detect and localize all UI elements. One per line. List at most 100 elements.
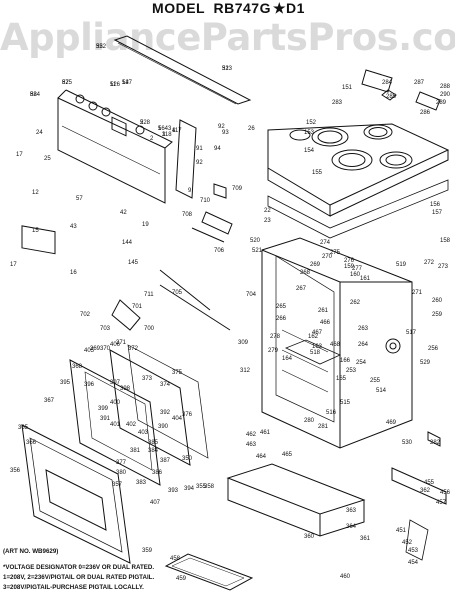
part-number-label: 358 xyxy=(204,484,215,490)
part-number-label: 467 xyxy=(312,330,323,336)
part-number-label: 288 xyxy=(440,84,451,90)
part-number-label: 35 xyxy=(96,44,103,50)
part-number-label: 529 xyxy=(420,360,431,366)
part-number-label: 360 xyxy=(304,534,315,540)
part-number-label: 272 xyxy=(424,260,435,266)
part-number-label: 19 xyxy=(142,222,149,228)
part-number-label: 522 xyxy=(96,44,107,50)
part-number-label: 261 xyxy=(318,308,329,314)
part-number-label: 290 xyxy=(440,92,451,98)
part-number-label: 391 xyxy=(100,416,111,422)
part-number-label: 460 xyxy=(340,574,351,580)
part-number-label: 279 xyxy=(268,348,279,354)
part-number-label: 519 xyxy=(396,262,407,268)
part-number-label: 465 xyxy=(282,452,293,458)
part-number-label: 356 xyxy=(10,468,21,474)
part-number-label: 254 xyxy=(356,360,367,366)
part-number-label: 166 xyxy=(340,358,351,364)
part-number-label: 355 xyxy=(196,484,207,490)
part-number-label: 273 xyxy=(438,264,449,270)
part-number-label: 703 xyxy=(100,326,111,332)
part-number-label: 401 xyxy=(110,422,121,428)
part-number-label: 266 xyxy=(276,316,287,322)
part-number-label: 385 xyxy=(148,440,159,446)
part-number-label: 368 xyxy=(72,364,83,370)
part-number-label: 397 xyxy=(110,380,121,386)
part-number-label: 376 xyxy=(182,412,193,418)
part-number-label: 264 xyxy=(358,342,369,348)
part-number-label: 704 xyxy=(246,292,257,298)
part-number-label: 275 xyxy=(330,250,341,256)
part-number-label: 705 xyxy=(172,290,183,296)
part-number-label: 372 xyxy=(128,346,139,352)
part-number-label: 285 xyxy=(386,94,397,100)
part-number-label: 711 xyxy=(144,292,154,298)
part-number-label: 278 xyxy=(270,334,281,340)
part-number-label: 57 xyxy=(76,196,83,202)
part-number-label: 369 xyxy=(90,346,101,352)
part-number-label: 516 xyxy=(326,410,337,416)
part-number-label: 165 xyxy=(336,376,347,382)
part-number-label: 5 xyxy=(158,126,162,132)
part-number-label: 260 xyxy=(432,298,443,304)
part-number-label: 16 xyxy=(70,270,77,276)
part-number-label: 2 xyxy=(150,136,154,142)
part-number-label: 377 xyxy=(116,460,127,466)
part-number-label: 43 xyxy=(70,224,77,230)
part-number-label: 400 xyxy=(110,400,121,406)
part-number-label: 12 xyxy=(32,190,39,196)
part-number-label: 282 xyxy=(430,440,441,446)
backsplash-panel xyxy=(57,97,166,204)
part-number-label: 92 xyxy=(196,160,203,166)
part-number-label: 287 xyxy=(414,80,425,86)
part-number-label: 277 xyxy=(352,266,363,272)
part-number-label: 158 xyxy=(440,238,451,244)
part-number-label: 390 xyxy=(158,424,169,430)
part-number-label: 464 xyxy=(256,454,267,460)
part-number-label: 708 xyxy=(182,212,193,218)
part-number-label: 371 xyxy=(116,340,127,346)
range-body xyxy=(261,237,413,449)
part-number-label: 386 xyxy=(152,470,163,476)
part-number-label: 25 xyxy=(44,156,51,162)
part-number-label: 456 xyxy=(440,490,451,496)
part-number-label: 706 xyxy=(214,248,225,254)
part-number-label: 398 xyxy=(120,386,131,392)
cooktop-surface xyxy=(267,123,450,206)
part-number-label: 117 xyxy=(172,128,182,134)
oven-door-outer xyxy=(21,424,131,564)
part-number-label: 453 xyxy=(408,548,419,554)
model-star: ★ xyxy=(272,0,287,16)
part-number-label: 17 xyxy=(16,152,23,158)
footnote-line-1: *VOLTAGE DESIGNATOR 0=236V OR DUAL RATED… xyxy=(3,564,155,571)
part-number-label: 4 xyxy=(172,128,176,134)
part-number-label: 309 xyxy=(238,340,249,346)
part-number-label: 392 xyxy=(160,410,171,416)
part-number-label: 91 xyxy=(196,146,203,152)
part-number-label: 156 xyxy=(430,202,441,208)
part-number-label: 383 xyxy=(136,480,147,486)
model-prefix: MODEL xyxy=(152,0,206,16)
storage-drawer xyxy=(226,463,366,515)
part-number-label: 374 xyxy=(160,382,171,388)
part-number-label: 11 xyxy=(110,82,117,88)
part-number-label: 270 xyxy=(322,254,333,260)
part-number-label: 381 xyxy=(130,448,141,454)
part-number-label: 710 xyxy=(200,198,211,204)
part-number-label: 155 xyxy=(312,170,323,176)
part-number-label: 289 xyxy=(436,100,447,106)
part-number-label: 404 xyxy=(172,416,183,422)
part-number-label: 267 xyxy=(296,286,307,292)
part-number-label: 463 xyxy=(246,442,257,448)
part-number-label: 157 xyxy=(432,210,443,216)
part-number-label: 406 xyxy=(110,342,121,348)
part-number-label: 517 xyxy=(406,330,417,336)
part-number-label: 364 xyxy=(346,524,357,530)
part-number-label: 359 xyxy=(142,548,153,554)
part-number-label: 468 xyxy=(330,342,341,348)
part-number-label: 527 xyxy=(122,80,133,86)
part-number-label: 405 xyxy=(84,348,95,354)
part-number-label: 284 xyxy=(382,80,393,86)
page-title: MODEL RB747G★D1 xyxy=(0,0,455,17)
